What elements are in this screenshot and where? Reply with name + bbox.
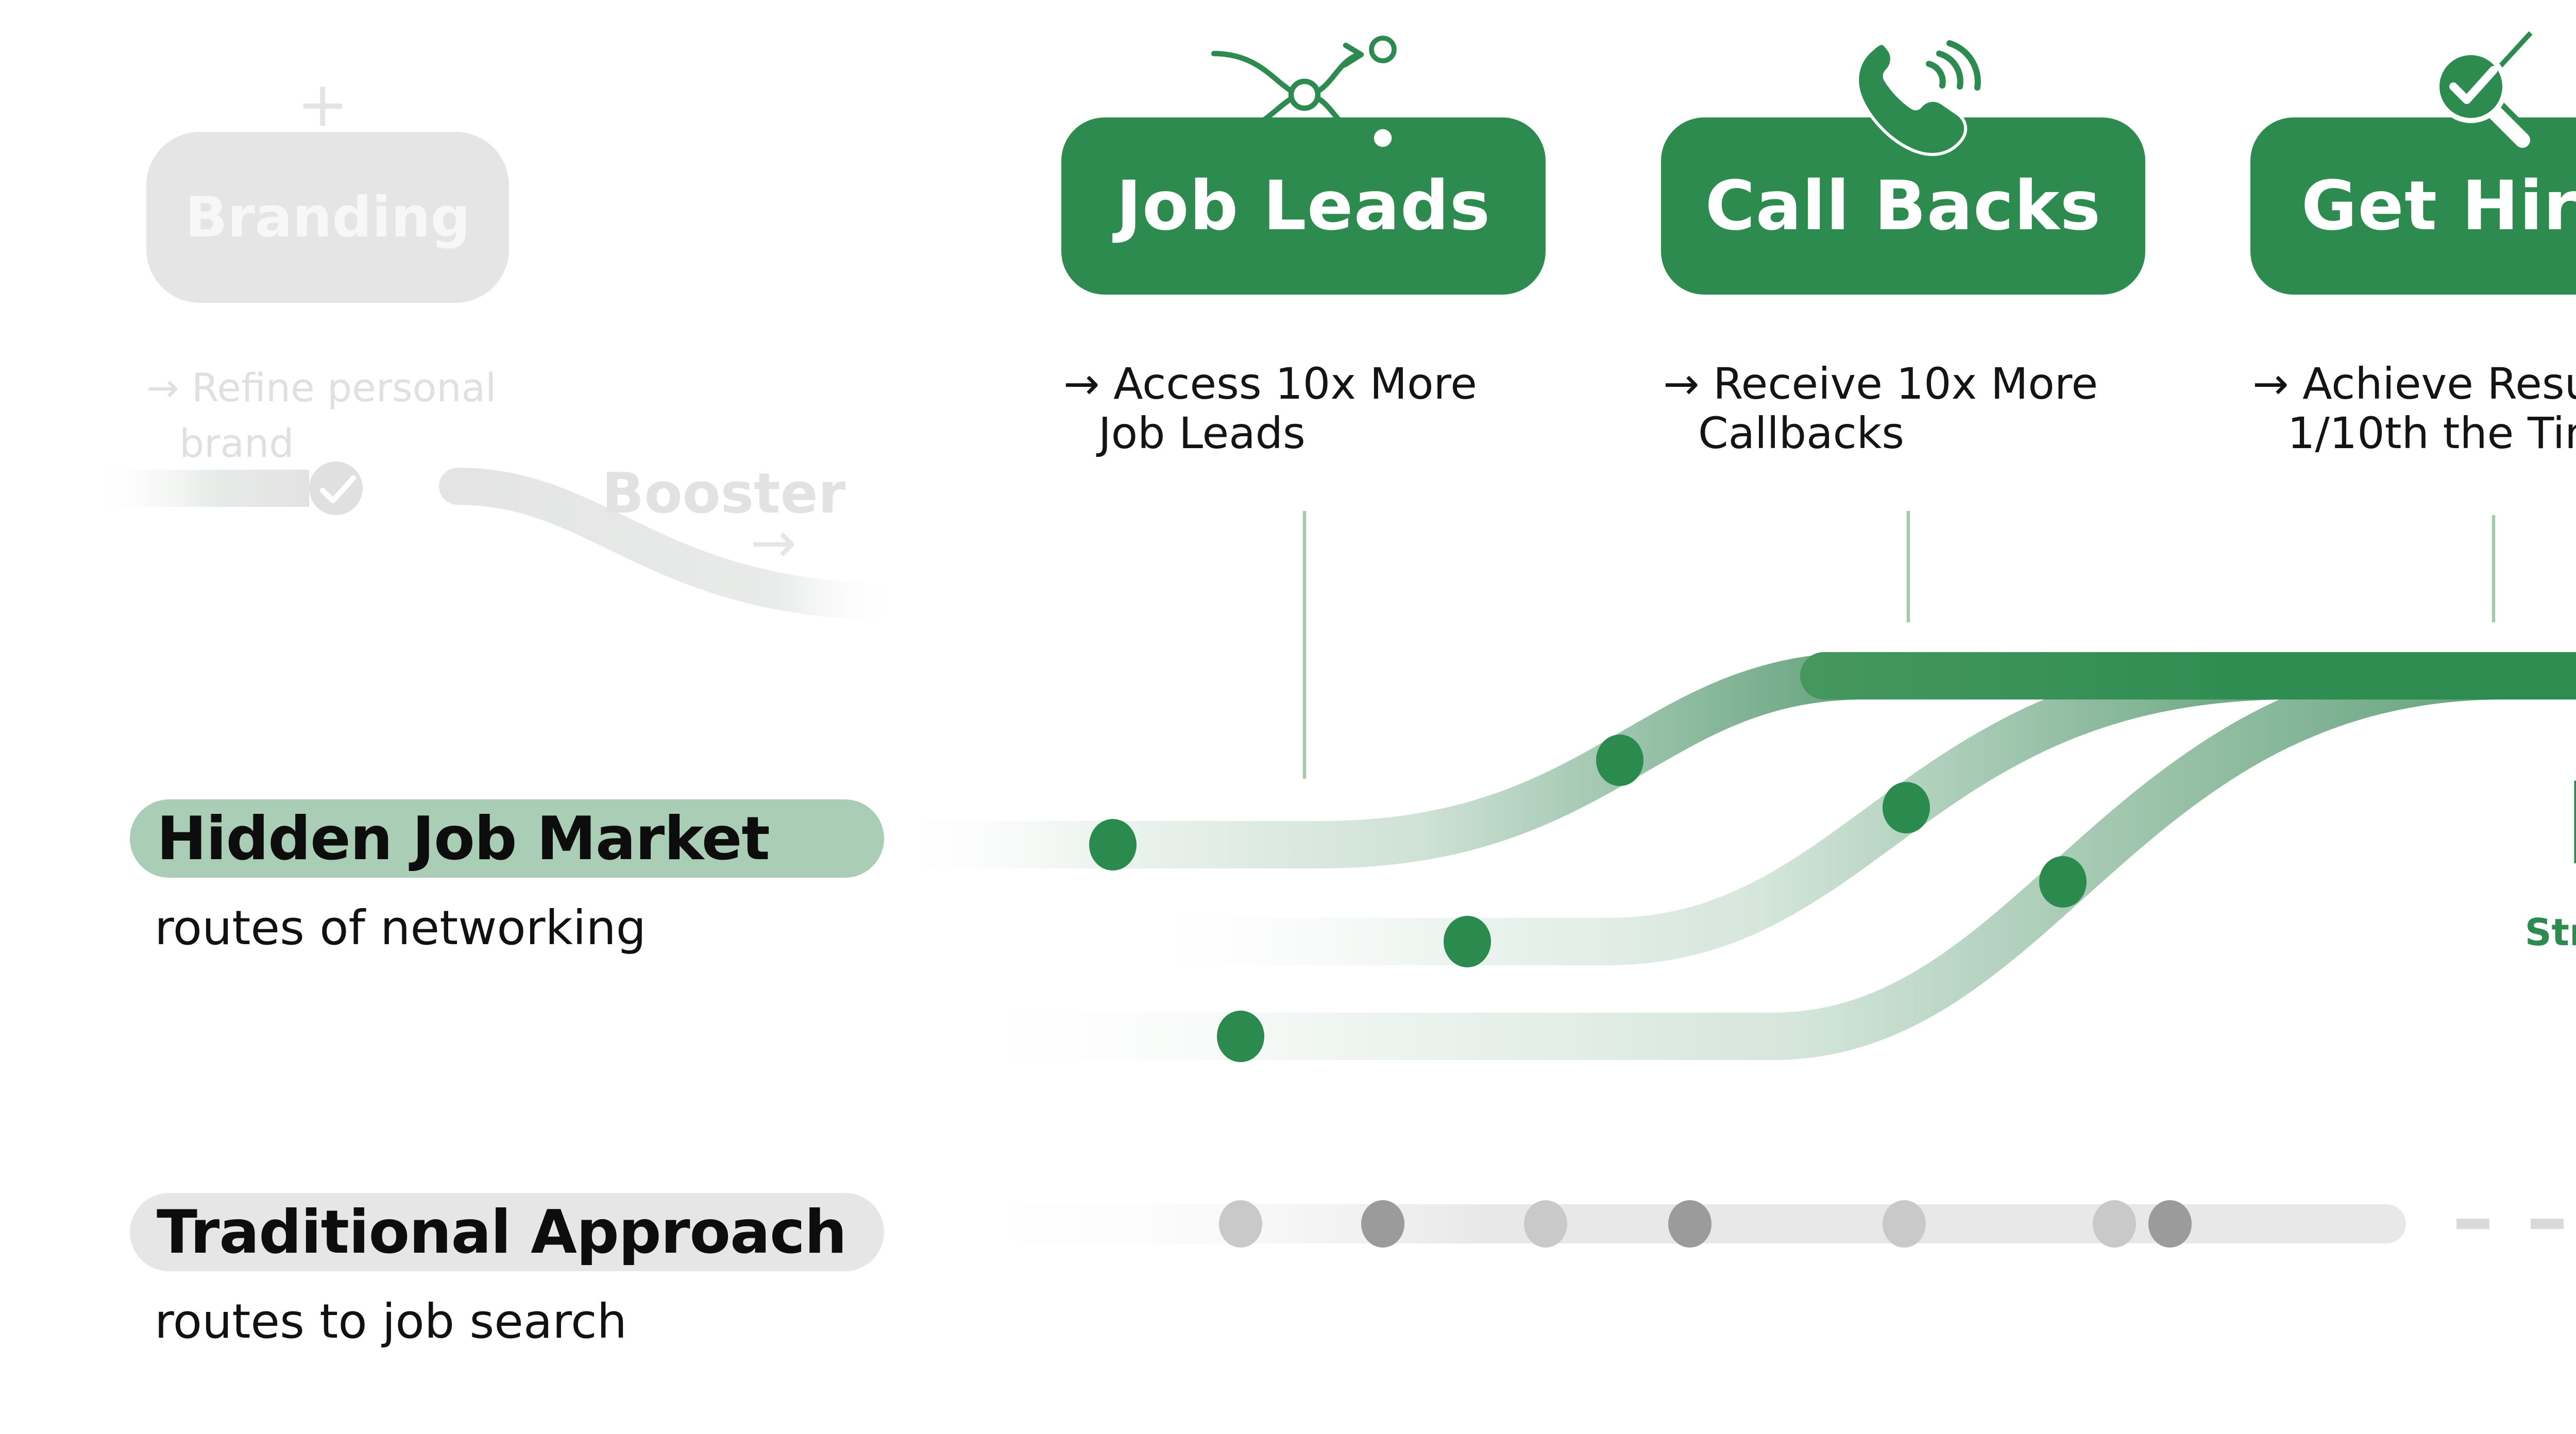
traditional-dot-dark <box>2148 1200 2192 1248</box>
booster-subtitle-line: Strategic and Structured <box>2524 911 2576 954</box>
ghost-arrow-icon: → <box>750 511 797 575</box>
ghost-note-line: → Refine personal <box>146 365 497 411</box>
booster-title: Booster <box>2432 758 2576 890</box>
stage-pill-label: Job Leads <box>1116 166 1491 246</box>
booster-subtitle: Strategic and Structured Job Search Appr… <box>2226 900 2576 1028</box>
traditional-dot-light <box>2093 1200 2136 1248</box>
stage-pill-job-leads: Job Leads <box>1061 117 1546 295</box>
route-dot <box>1596 735 1643 786</box>
check-mark-icon <box>319 475 357 504</box>
traditional-dot-dark <box>1668 1200 1711 1248</box>
traditional-dot-light <box>1524 1200 1567 1248</box>
stage-pill-label: Call Backs <box>1705 166 2102 246</box>
stage-note-line: → Access 10x More <box>1063 358 1477 409</box>
hidden-market-label: Hidden Job Market <box>157 804 770 874</box>
stage-note-line: → Receive 10x More <box>1663 358 2098 409</box>
ringing-phone-icon <box>1856 40 1981 156</box>
traditional-sublabel: routes to job search <box>155 1294 627 1349</box>
ghost-next-ribbon <box>439 468 909 620</box>
route-dot <box>1883 782 1930 833</box>
traditional-dot-light <box>1219 1200 1262 1248</box>
route-dot <box>2039 856 2087 908</box>
stage-pill-label: Get Hired <box>2301 166 2576 246</box>
route-dot <box>1217 1011 1264 1062</box>
check-circle-icon <box>309 462 363 515</box>
route-dot <box>1444 916 1491 967</box>
hidden-market-sublabel: routes of networking <box>155 900 647 955</box>
booster-subtitle-line: Job Search Approach <box>2226 964 2576 1028</box>
magnifier-check-icon <box>2434 31 2536 153</box>
stage-note-line: → Achieve Results in <box>2252 358 2576 409</box>
ghost-path-label: Booster <box>602 462 846 526</box>
sparkle-plus-icon: + <box>297 69 349 141</box>
ghost-note-line: brand <box>179 420 294 466</box>
networking-route-1 <box>876 652 1866 868</box>
hidden-market-pill: Hidden Job Market <box>130 799 884 878</box>
traditional-dot-light <box>1883 1200 1926 1248</box>
traditional-dot-dark <box>1361 1200 1404 1248</box>
route-dot <box>1089 819 1137 870</box>
stage-note-line: 1/10th the Time <box>2287 408 2576 458</box>
ghost-branding-pill: Branding <box>146 132 509 303</box>
branching-arrows-icon <box>1211 36 1397 152</box>
stage-note-line: Callbacks <box>1698 408 1905 458</box>
stage-note-line: Job Leads <box>1098 408 1306 458</box>
traditional-label: Traditional Approach <box>157 1197 847 1267</box>
traditional-pill: Traditional Approach <box>130 1193 884 1271</box>
ghost-branding-label: Branding <box>185 185 470 250</box>
